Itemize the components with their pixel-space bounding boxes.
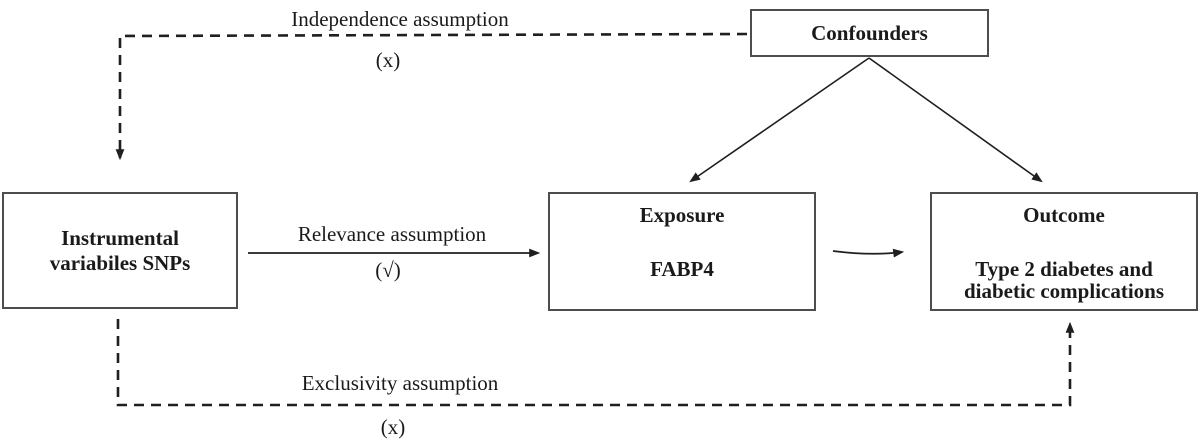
confounders-exposure-arrow	[689, 57, 870, 183]
independence-assumption-label: Independence assumption	[291, 7, 509, 31]
exclusivity-dashed-arrow	[116, 319, 1075, 407]
instrumental-label-line2: variabiles SNPs	[49, 250, 191, 275]
instrumental-variables-box: Instrumental variabiles SNPs	[2, 192, 238, 309]
exposure-title: Exposure	[639, 203, 725, 227]
relevance-assumption-label: Relevance assumption	[297, 222, 487, 246]
confounders-outcome-arrow	[868, 57, 1043, 183]
outcome-body-line2: diabetic complications	[963, 279, 1165, 303]
independence-dashed-arrow	[115, 32, 748, 161]
independence-assumption-mark: (x)	[375, 48, 401, 72]
outcome-body-line1: Type 2 diabetes and	[975, 257, 1153, 281]
exclusivity-assumption-mark: (x)	[380, 415, 406, 439]
confounders-box: Confounders	[750, 9, 989, 57]
exposure-outcome-arrow	[832, 248, 905, 258]
relevance-assumption-mark: (√)	[375, 258, 401, 282]
instrumental-label-line1: Instrumental	[61, 225, 179, 250]
confounders-label: Confounders	[811, 20, 928, 45]
exposure-body: FABP4	[650, 257, 714, 281]
exclusivity-assumption-label: Exclusivity assumption	[301, 371, 499, 395]
outcome-title: Outcome	[1023, 203, 1105, 227]
exposure-box: Exposure FABP4	[548, 192, 816, 311]
outcome-box: Outcome Type 2 diabetes and diabetic com…	[930, 192, 1198, 311]
